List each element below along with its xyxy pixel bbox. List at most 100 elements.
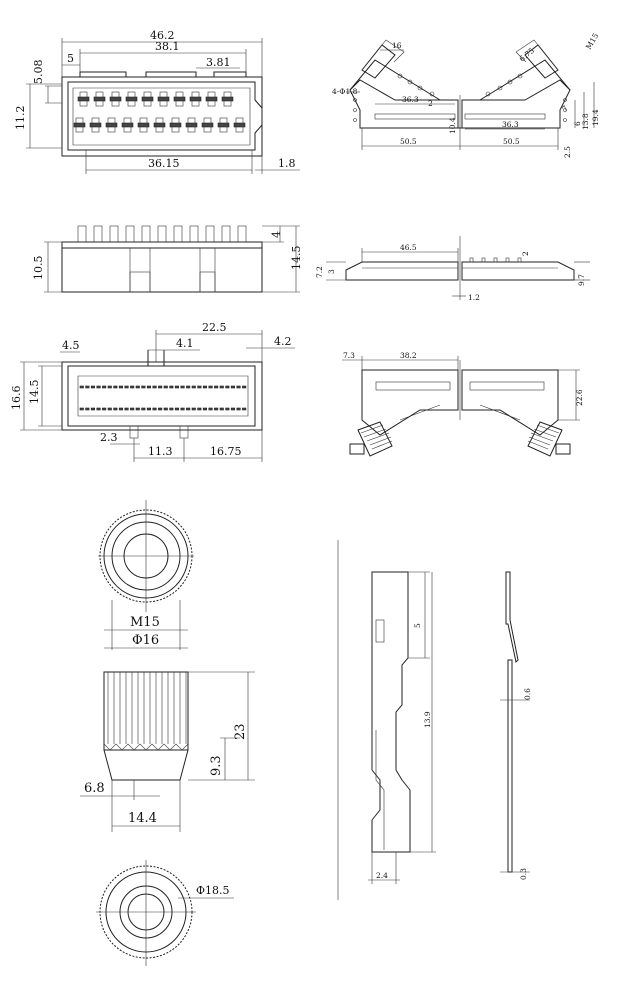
dim-nut-m15: M15	[130, 615, 160, 630]
dim-tr-50-5-right: 50.5	[503, 137, 520, 146]
dim-nut-6-8: 6.8	[84, 781, 105, 796]
bottom-pin	[158, 385, 163, 389]
bottom-pin	[169, 407, 174, 411]
front-view-cavity	[72, 87, 251, 146]
bottom-pin	[118, 407, 123, 411]
contact-pin-head	[109, 96, 122, 102]
contact-pin-head	[93, 96, 106, 102]
dim-front-bottom-span: 36.15	[148, 157, 180, 170]
dim-bottom-22-5: 22.5	[202, 321, 227, 334]
bottom-pin	[85, 385, 90, 389]
front-view-pins-bottom-row	[73, 117, 246, 133]
dim-tr-50-5-left: 50.5	[400, 137, 417, 146]
bottom-pin	[107, 385, 112, 389]
bottom-pin	[141, 407, 146, 411]
dim-front-side-gap: 1.8	[278, 157, 296, 170]
bottom-pin	[130, 385, 135, 389]
nut-bottom-view	[96, 860, 196, 966]
bottom-pin	[174, 407, 179, 411]
front-view-top-tabs	[79, 71, 247, 77]
bottom-pin	[214, 407, 219, 411]
bottom-pin	[180, 385, 185, 389]
bottom-pin	[152, 407, 157, 411]
dim-bottom-4-1: 4.1	[176, 337, 194, 350]
contact-pin-head	[169, 122, 182, 128]
bottom-pin	[79, 385, 84, 389]
top-right-right-strain-relief	[524, 44, 559, 79]
contact-pin-head	[221, 96, 234, 102]
dim-bottom-2-3: 2.3	[100, 431, 118, 444]
bottom-pin	[135, 385, 140, 389]
dim-contact-13-9: 13.9	[423, 711, 432, 728]
bottom-pin	[96, 385, 101, 389]
bottom-pin	[85, 407, 90, 411]
side-pin	[109, 225, 119, 243]
bottom-pin	[152, 385, 157, 389]
front-view-inner-shell	[67, 81, 263, 151]
bottom-right-view: 7.3 38.2 22.6	[342, 351, 584, 457]
top-right-left-strain-relief	[361, 44, 396, 79]
contact-pin-head	[73, 122, 86, 128]
bottom-right-left-half	[361, 369, 459, 436]
bottom-pin	[124, 407, 129, 411]
bottom-pin	[107, 407, 112, 411]
contact-view: 5 13.9 2.4 0.6 0.3	[337, 540, 532, 900]
contact-pin-head	[205, 96, 218, 102]
dim-bottom-16-75: 16.75	[210, 445, 242, 458]
bottom-pin	[79, 407, 84, 411]
bottom-pin	[208, 407, 213, 411]
bottom-pin	[214, 385, 219, 389]
bottom-pin	[242, 385, 247, 389]
front-view-pins-top-row	[77, 91, 234, 107]
bottom-right-left-nut	[349, 421, 393, 457]
side-right-left-half	[345, 261, 459, 281]
side-view: 10.5 14.5 4	[32, 225, 303, 293]
dim-front-height-left: 5.08	[32, 60, 45, 85]
side-pin	[125, 225, 135, 243]
bottom-right-right-nut	[527, 421, 571, 457]
dim-bottom-4-5: 4.5	[62, 339, 80, 352]
bottom-pin	[124, 385, 129, 389]
bottom-pin	[135, 407, 140, 411]
dim-tr-m15: M15	[584, 31, 601, 51]
contact-pin-head	[201, 122, 214, 128]
dim-contact-5: 5	[413, 623, 422, 628]
dim-nut-23: 23	[233, 723, 248, 740]
contact-pin-head	[173, 96, 186, 102]
bottom-pin	[102, 385, 107, 389]
dim-sr-3: 3	[327, 269, 336, 274]
bottom-pin	[219, 385, 224, 389]
dim-sr-46-5: 46.5	[400, 243, 417, 252]
dim-side-height-total: 14.5	[290, 246, 303, 271]
dim-br-7-3: 7.3	[343, 351, 355, 360]
dim-nut-phi18-5: Φ18.5	[196, 884, 230, 897]
top-right-left-slope	[349, 59, 441, 101]
bottom-pin	[141, 385, 146, 389]
dim-front-left-offset: 5	[67, 52, 74, 65]
dim-contact-2-4: 2.4	[376, 871, 388, 880]
dim-tr-6: 6	[573, 121, 582, 126]
bottom-pin	[90, 385, 95, 389]
bottom-pin	[191, 385, 196, 389]
bottom-pin	[163, 407, 168, 411]
bottom-pin	[174, 385, 179, 389]
bottom-pin	[186, 407, 191, 411]
side-pin	[77, 225, 87, 243]
side-pin	[173, 225, 183, 243]
dim-br-38-2: 38.2	[400, 351, 417, 360]
dim-nut-phi16: Φ16	[132, 633, 159, 648]
contact-pin-head	[105, 122, 118, 128]
dim-bottom-4-2: 4.2	[274, 335, 292, 348]
dim-tr-36-3-left: 36.3	[402, 95, 419, 104]
contact-pin-head	[217, 122, 230, 128]
bottom-pin	[158, 407, 163, 411]
top-right-view: 16 4-Φ1.8 M15 6.75 36.3 36.3 2 10.4 50.5…	[332, 31, 600, 158]
dim-bottom-14-5: 14.5	[28, 380, 41, 405]
bottom-pin	[219, 407, 224, 411]
dim-tr-36-3-right: 36.3	[502, 120, 519, 129]
bottom-pin	[225, 385, 230, 389]
dim-tr-10-4: 10.4	[448, 117, 457, 134]
dim-bottom-11-3: 11.3	[148, 445, 173, 458]
contact-pin-head	[153, 122, 166, 128]
